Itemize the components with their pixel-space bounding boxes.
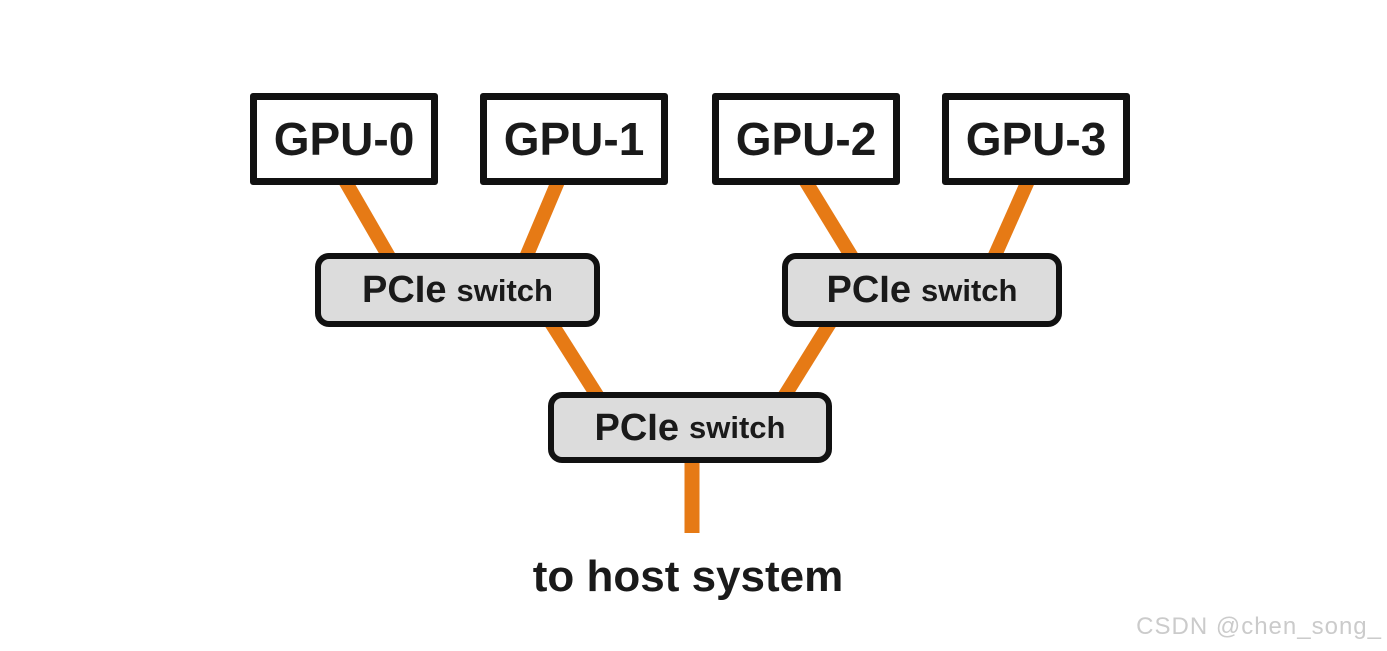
node-pcie-switch-left: PCIe switch	[315, 253, 600, 327]
gpu-2-label: GPU-2	[735, 113, 877, 165]
node-gpu-0: GPU-0	[250, 93, 438, 185]
gpu-3-label: GPU-3	[965, 113, 1107, 165]
connector-left-switch-to-root-switch	[542, 314, 606, 404]
pcie-switch-left-label-primary: PCIe	[362, 269, 447, 311]
connector-right-switch-to-root-switch	[776, 314, 839, 404]
gpu-1-label: GPU-1	[503, 113, 645, 165]
pcie-switch-left-label-secondary: switch	[456, 272, 553, 308]
node-gpu-1: GPU-1	[480, 93, 668, 185]
watermark-text: CSDN @chen_song_	[1136, 613, 1382, 640]
pcie-switch-right-label-primary: PCIe	[826, 269, 911, 311]
connector-gpu1-to-left-switch	[517, 169, 569, 265]
connector-gpu2-to-right-switch	[794, 168, 861, 266]
node-pcie-switch-right: PCIe switch	[782, 253, 1062, 327]
pcie-switch-right-label-secondary: switch	[921, 272, 1018, 308]
connector-gpu0-to-left-switch	[333, 168, 399, 266]
connector-gpu3-to-right-switch	[985, 169, 1039, 265]
node-gpu-3: GPU-3	[942, 93, 1130, 185]
host-system-label: to host system	[532, 552, 844, 601]
pcie-switch-root-label-primary: PCIe	[594, 406, 679, 449]
gpu-0-label: GPU-0	[273, 113, 415, 165]
pcie-switch-root-label-secondary: switch	[689, 410, 786, 445]
node-gpu-2: GPU-2	[712, 93, 900, 185]
node-pcie-switch-root: PCIe switch	[548, 392, 832, 463]
